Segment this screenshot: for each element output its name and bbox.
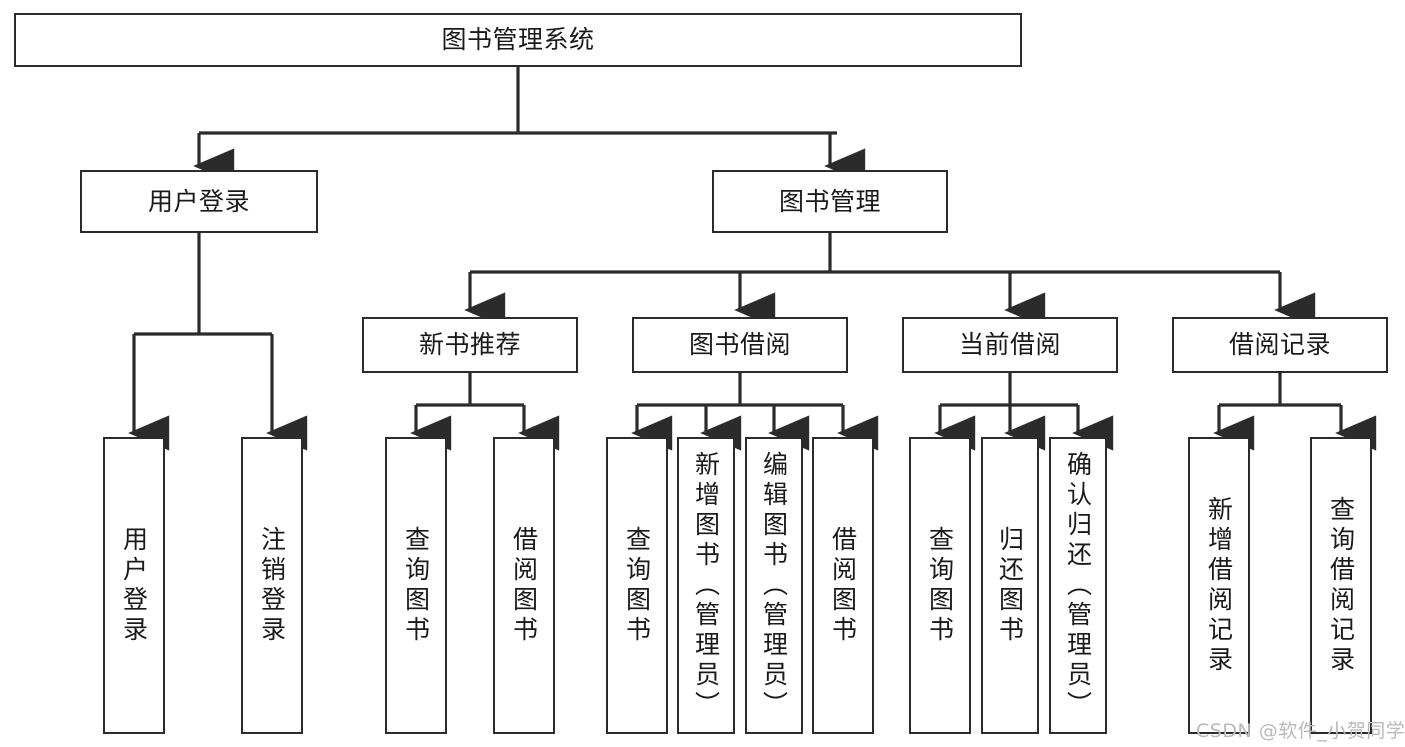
leaf-confirm-return-admin[interactable]: 确认归还（管理员） bbox=[1049, 437, 1107, 734]
leaf-return-book[interactable]: 归还图书 bbox=[981, 437, 1039, 734]
node-user-login[interactable]: 用户登录 bbox=[80, 170, 318, 233]
node-label: 新书推荐 bbox=[418, 330, 521, 360]
leaf-label: 查询借阅记录 bbox=[1326, 495, 1356, 676]
node-label: 当前借阅 bbox=[958, 330, 1061, 360]
leaf-label: 注销登录 bbox=[257, 525, 287, 646]
leaf-label: 新增借阅记录 bbox=[1204, 495, 1234, 676]
leaf-edit-book-admin[interactable]: 编辑图书（管理员） bbox=[745, 437, 803, 734]
leaf-label: 归还图书 bbox=[995, 525, 1025, 646]
node-label: 图书借阅 bbox=[688, 330, 791, 360]
leaf-label: 编辑图书（管理员） bbox=[759, 450, 789, 721]
leaf-label: 借阅图书 bbox=[509, 525, 539, 646]
leaf-label: 用户登录 bbox=[119, 525, 149, 646]
node-new-book-recommend[interactable]: 新书推荐 bbox=[362, 317, 578, 373]
leaf-borrow-book[interactable]: 借阅图书 bbox=[812, 437, 874, 734]
node-current-borrow[interactable]: 当前借阅 bbox=[902, 317, 1118, 373]
leaf-query-book-current[interactable]: 查询图书 bbox=[909, 437, 971, 734]
node-book-management[interactable]: 图书管理 bbox=[712, 170, 948, 233]
node-root-system[interactable]: 图书管理系统 bbox=[14, 13, 1022, 67]
leaf-label: 查询图书 bbox=[925, 525, 955, 646]
node-label: 用户登录 bbox=[147, 186, 250, 216]
leaf-label: 借阅图书 bbox=[828, 525, 858, 646]
leaf-query-book-recommend[interactable]: 查询图书 bbox=[385, 437, 447, 734]
leaf-label: 新增图书（管理员） bbox=[691, 450, 721, 721]
leaf-label: 查询图书 bbox=[401, 525, 431, 646]
leaf-add-borrow-record[interactable]: 新增借阅记录 bbox=[1188, 437, 1250, 734]
node-borrow-record[interactable]: 借阅记录 bbox=[1172, 317, 1388, 373]
leaf-label: 查询图书 bbox=[622, 525, 652, 646]
node-label: 图书管理 bbox=[778, 186, 881, 216]
node-book-borrow[interactable]: 图书借阅 bbox=[632, 317, 848, 373]
leaf-query-book[interactable]: 查询图书 bbox=[606, 437, 668, 734]
node-label: 图书管理系统 bbox=[441, 25, 595, 55]
leaf-borrow-book-recommend[interactable]: 借阅图书 bbox=[493, 437, 555, 734]
leaf-user-login[interactable]: 用户登录 bbox=[103, 437, 165, 734]
leaf-user-logout[interactable]: 注销登录 bbox=[241, 437, 303, 734]
leaf-add-book-admin[interactable]: 新增图书（管理员） bbox=[677, 437, 735, 734]
leaf-label: 确认归还（管理员） bbox=[1063, 450, 1093, 721]
node-label: 借阅记录 bbox=[1228, 330, 1331, 360]
leaf-query-borrow-record[interactable]: 查询借阅记录 bbox=[1310, 437, 1372, 734]
